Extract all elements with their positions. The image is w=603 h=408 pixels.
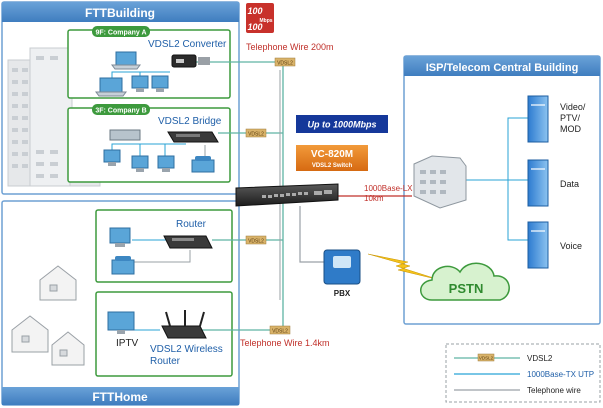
uplink-label-line2: 10km	[364, 194, 384, 203]
iptv-label: IPTV	[116, 338, 139, 349]
vdsl2-switch-icon	[235, 183, 339, 207]
desktop-computer-icon	[131, 75, 149, 92]
server-data-icon	[527, 159, 549, 207]
wireless-router-label-line1: VDSL2 Wireless	[150, 344, 223, 355]
svg-text:100: 100	[247, 22, 262, 32]
vdsl2-link-tags: VDSL2 VDSL2 VDSL2 VDSL2	[245, 57, 296, 335]
svg-text:Up to 1000Mbps: Up to 1000Mbps	[307, 120, 376, 130]
desktop-computer-icon	[103, 149, 121, 166]
svg-text:VDSL2: VDSL2	[479, 356, 494, 361]
vdsl2-tag-top: VDSL2	[274, 57, 296, 67]
router-label: Router	[176, 219, 207, 230]
legend-label-telephone: Telephone wire	[527, 386, 581, 395]
server-voice-label: Voice	[560, 241, 582, 251]
svg-text:Mbps: Mbps	[259, 18, 272, 24]
svg-text:VDSL2: VDSL2	[272, 329, 288, 335]
wireless-home-box: IPTV VDSL2 Wireless Router	[95, 291, 233, 377]
isp-title: ISP/Telecom Central Building	[426, 62, 579, 74]
wireless-router-label-line2: Router	[150, 356, 181, 367]
company-a-tag: 9F: Company A	[95, 30, 146, 37]
legend-item-telephone-wire: Telephone wire	[454, 386, 581, 395]
svg-text:VC-820M: VC-820M	[311, 149, 353, 160]
vdsl2-converter-label: VDSL2 Converter	[148, 39, 227, 50]
pstn-label: PSTN	[449, 281, 484, 296]
pbx-label: PBX	[334, 289, 351, 298]
uplink-label-line1: 1000Base-LX	[364, 184, 413, 193]
ftthome-title: FTTHome	[92, 390, 148, 404]
telephone-icon	[191, 156, 215, 173]
pstn-cloud-icon: PSTN	[420, 262, 510, 301]
desktop-computer-icon	[109, 227, 131, 247]
svg-text:VDSL2: VDSL2	[248, 132, 264, 138]
vdsl2-tag-bridge: VDSL2	[245, 128, 267, 138]
network-switch-icon	[109, 129, 141, 141]
legend-label-utp: 1000Base-TX UTP	[527, 370, 594, 379]
laptop-icon	[95, 77, 127, 97]
legend-label-vdsl2: VDSL2	[527, 354, 553, 363]
telephone-icon	[111, 256, 135, 275]
svg-text:VDSL2 Switch: VDSL2 Switch	[312, 163, 353, 169]
vdsl2-tag-router: VDSL2	[245, 235, 267, 245]
company-b-tag: 3F: Company B	[95, 108, 146, 115]
desktop-computer-icon	[151, 75, 169, 92]
telephone-wire-200m-label: Telephone Wire 200m	[246, 42, 334, 52]
speed-badge: Up to 1000Mbps	[296, 115, 388, 133]
pbx-icon: PBX	[323, 249, 361, 298]
server-voice-icon	[527, 221, 549, 269]
fttbuilding-title: FTTBuilding	[85, 6, 155, 20]
telephone-wire-1-4km-label: Telephone Wire 1.4km	[240, 338, 330, 348]
vdsl2-tag-wireless: VDSL2	[269, 325, 291, 335]
house-icons	[11, 265, 85, 366]
isp-building-icon	[413, 155, 467, 209]
router-icon	[163, 235, 213, 249]
svg-text:VDSL2: VDSL2	[277, 61, 293, 67]
vdsl2-bridge-label: VDSL2 Bridge	[158, 116, 222, 127]
model-badge: VC-820M VDSL2 Switch	[296, 145, 368, 171]
server-video-icon	[527, 95, 549, 143]
speed-100mbps-icon: 100 Mbps 100	[246, 3, 274, 33]
vdsl2-converter-icon	[171, 54, 210, 68]
server-video-label-line2: PTV/	[560, 113, 581, 123]
iptv-monitor-icon	[107, 311, 135, 334]
server-data-label: Data	[560, 179, 579, 189]
legend-item-utp: 1000Base-TX UTP	[454, 370, 594, 379]
wireless-router-icon	[161, 310, 207, 339]
svg-text:100: 100	[247, 6, 262, 16]
isp-panel: ISP/Telecom Central Building	[403, 55, 601, 325]
legend-item-vdsl2: VDSL2 VDSL2	[454, 353, 553, 363]
server-video-label-line1: Video/	[560, 102, 586, 112]
legend: VDSL2 VDSL2 1000Base-TX UTP Telephone wi…	[445, 343, 601, 403]
desktop-computer-icon	[157, 155, 175, 172]
svg-text:VDSL2: VDSL2	[248, 239, 264, 245]
desktop-computer-icon	[131, 155, 149, 172]
server-video-label-line3: MOD	[560, 124, 581, 134]
vdsl2-bridge-icon	[167, 131, 219, 143]
laptop-icon	[111, 51, 141, 70]
